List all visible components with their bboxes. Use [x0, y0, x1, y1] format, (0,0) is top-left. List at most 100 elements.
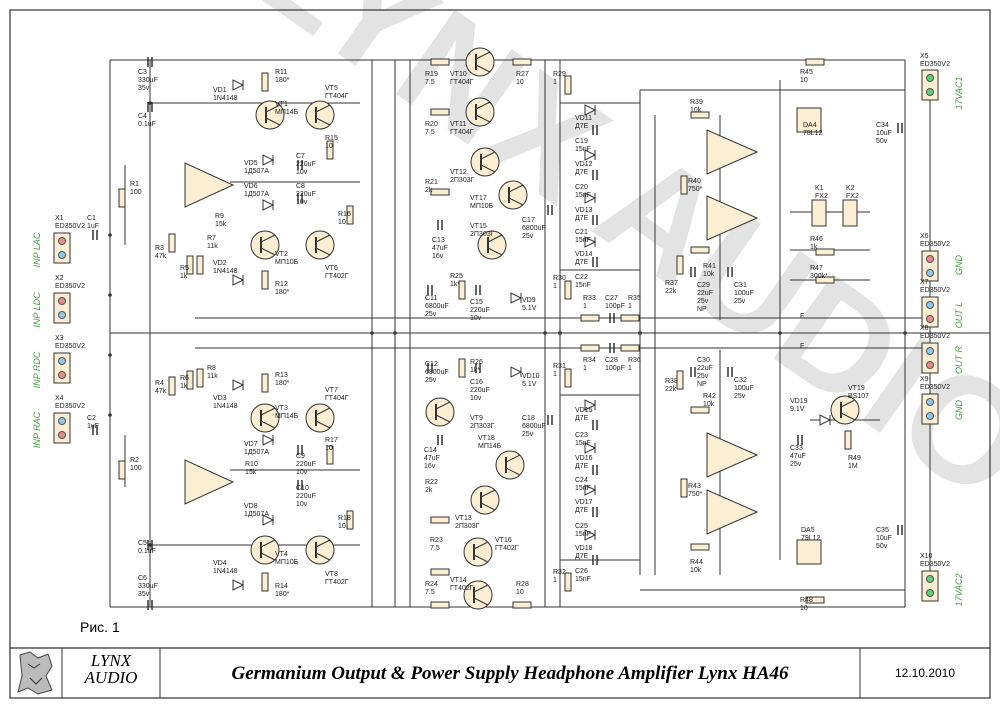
component-label-c3: 35v — [138, 85, 150, 92]
component-label-c3: C3 — [138, 69, 147, 76]
connector-x1[interactable] — [53, 232, 71, 264]
resistor-symbol — [458, 280, 466, 300]
connector-x8[interactable] — [921, 342, 939, 374]
pin — [926, 74, 934, 82]
component-label-c13: C13 — [432, 237, 445, 244]
component-label-x6: ED350V2 — [920, 241, 950, 248]
component-label-r12: 180* — [275, 289, 290, 296]
resistor-symbol — [326, 140, 334, 160]
component-label-r47: 300k* — [810, 273, 828, 280]
connector-x2[interactable] — [53, 292, 71, 324]
component-label-vd5: 1Д507А — [244, 168, 269, 175]
component-label-x4: X4 — [55, 395, 64, 402]
resistor-symbol — [815, 248, 835, 256]
component-label-c2: 1uF — [87, 423, 99, 430]
component-label-vt13: VT13 — [455, 515, 472, 522]
component-label-x2: ED350V2 — [55, 283, 85, 290]
component-label-k1: K1 — [815, 185, 824, 192]
component-label-c30: C30 — [697, 357, 710, 364]
component-label-r28: R28 — [516, 581, 529, 588]
brand-line-1: LYNX — [90, 651, 132, 670]
junction-dot — [778, 331, 782, 335]
component-label-vd3: VD3 — [213, 395, 227, 402]
component-label-vd2: 1N4148 — [213, 268, 238, 275]
component-label-r21: R21 — [425, 179, 438, 186]
transistor-symbol — [830, 395, 860, 425]
component-label-vt15: 2П303Г — [470, 231, 495, 238]
component-label-c33: 25v — [790, 461, 802, 468]
opamp-symbol — [184, 162, 235, 208]
resistor-symbol — [346, 205, 354, 225]
component-label-r16: R16 — [338, 211, 351, 218]
component-label-vt2: МП10Б — [275, 259, 299, 266]
component-label-c1: 1uF — [87, 223, 99, 230]
pin — [58, 357, 66, 365]
component-label-vt8: ГТ402Г — [325, 579, 349, 586]
signal-label-out-r: OUT R — [954, 346, 964, 374]
diode-symbol — [584, 192, 597, 204]
component-label-vd6: VD6 — [244, 183, 258, 190]
connector-x3[interactable] — [53, 352, 71, 384]
component-label-vd13: VD13 — [575, 207, 593, 214]
component-label-c11: 25v — [425, 311, 437, 318]
component-label-vd16: Д7Е — [575, 463, 589, 470]
component-label-c7: 220uF — [296, 161, 316, 168]
component-label-vt4: VT4 — [275, 551, 288, 558]
component-label-c26: 15nF — [575, 576, 591, 583]
component-label-r35: 1 — [628, 303, 632, 310]
connector-x6[interactable] — [921, 250, 939, 282]
component-label-r6: R6 — [180, 375, 189, 382]
pin — [926, 315, 934, 323]
component-label-c22: C22 — [575, 274, 588, 281]
connector-x5[interactable] — [921, 69, 939, 101]
diode-symbol — [510, 366, 523, 378]
component-label-vt9: VT9 — [470, 415, 483, 422]
component-label-c13: 47uF — [432, 245, 448, 252]
regulator-da5 — [796, 539, 822, 565]
transistor-symbol — [305, 100, 335, 130]
lynx-logo-icon — [17, 651, 53, 695]
component-label-r34: R34 — [583, 357, 596, 364]
component-labels: X1ED350V2X2ED350V2X3ED350V2X4ED350V2C11u… — [55, 53, 950, 612]
component-label-c29: 25v — [697, 298, 709, 305]
resistor-symbol — [680, 478, 688, 498]
component-label-x9: ED350V2 — [920, 384, 950, 391]
component-label-c9: 220uF — [296, 461, 316, 468]
component-label-r36: 1 — [628, 365, 632, 372]
component-label-c16: C16 — [470, 379, 483, 386]
component-label-r27: R27 — [516, 71, 529, 78]
figure-label: Рис. 1 — [80, 619, 120, 635]
resistor-symbol — [815, 276, 835, 284]
drawing-date: 12.10.2010 — [894, 666, 956, 680]
component-label-c20: C20 — [575, 184, 588, 191]
component-label-c27: 100pF — [605, 303, 625, 310]
component-label-r25: R25 — [450, 273, 463, 280]
component-label-c17: 6800uF — [522, 225, 546, 232]
component-label-vd17: Д7Е — [575, 507, 589, 514]
component-label-c8: C8 — [296, 183, 305, 190]
component-label-vd18: VD18 — [575, 545, 593, 552]
pin — [926, 398, 934, 406]
diode-symbol — [584, 484, 597, 496]
connector-x10[interactable] — [921, 570, 939, 602]
resistor-symbol — [690, 111, 710, 119]
component-label-r41: R41 — [703, 263, 716, 270]
connector-x7[interactable] — [921, 296, 939, 328]
connector-x4[interactable] — [53, 412, 71, 444]
pin — [58, 237, 66, 245]
component-label-c34: 50v — [876, 138, 888, 145]
connector-x9[interactable] — [921, 393, 939, 425]
component-label-x5: ED350V2 — [920, 61, 950, 68]
component-label-r37: R37 — [665, 280, 678, 287]
component-label-r39: R39 — [690, 99, 703, 106]
component-label-vt14: ГТ402Г — [450, 585, 474, 592]
component-label-vd4: 1N4148 — [213, 568, 238, 575]
resistor-symbol — [168, 376, 176, 396]
component-label-c33: C33 — [790, 445, 803, 452]
component-label-r16: 10 — [338, 219, 346, 226]
relay-k2 — [842, 199, 858, 227]
resistor-symbol — [620, 344, 640, 352]
component-label-x3: X3 — [55, 335, 64, 342]
component-label-c9: 10v — [296, 469, 308, 476]
